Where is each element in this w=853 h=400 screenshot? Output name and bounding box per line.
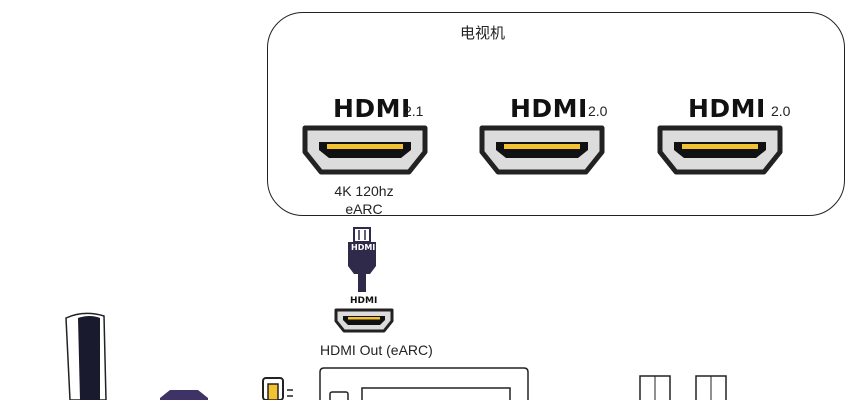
port-1-brand: HDMI <box>333 94 411 123</box>
tv-title: 电视机 <box>459 25 505 42</box>
receiver-hdmi-out-port[interactable] <box>334 308 394 333</box>
console-cable-plug <box>160 390 208 400</box>
receiver-port-brand: HDMI <box>350 296 378 306</box>
speaker-left <box>639 375 671 400</box>
tv-hdmi-port-3[interactable] <box>660 128 780 172</box>
port-3-brand: HDMI <box>688 94 766 123</box>
port-2-brand: HDMI <box>510 94 588 123</box>
port-1-note-line2: eARC <box>345 201 383 217</box>
tv-hdmi-port-2[interactable] <box>482 128 602 172</box>
game-console <box>65 312 107 400</box>
port-2-version: 2.0 <box>588 103 608 119</box>
receiver-port-label: HDMI Out (eARC) <box>320 342 433 358</box>
port-1-note-line1: 4K 120hz <box>334 183 394 199</box>
port-3-version: 2.0 <box>771 103 791 119</box>
port-1-version: 2.1 <box>404 103 424 119</box>
cable-plug-label: HDMI <box>351 243 376 252</box>
hdmi-cable <box>348 227 376 292</box>
speaker-right <box>695 375 727 400</box>
tv-enclosure <box>267 12 845 216</box>
av-receiver <box>319 367 529 400</box>
receiver-input-plug <box>262 377 293 400</box>
tv-hdmi-port-1[interactable] <box>305 128 425 172</box>
